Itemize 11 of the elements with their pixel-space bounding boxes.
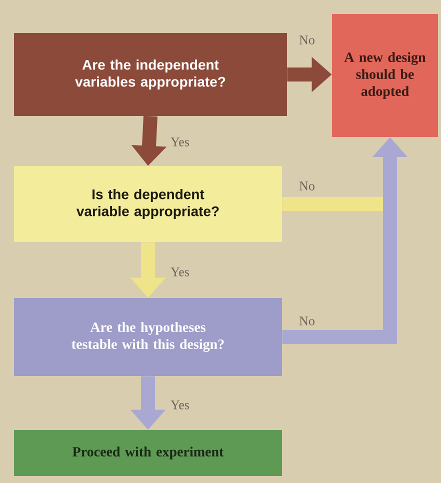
edge-label: Yes — [170, 266, 190, 278]
process-box: Is the dependent variable appropriate? — [14, 166, 282, 242]
process-box: Proceed with experiment — [14, 430, 282, 476]
process-box: Are the independent variables appropriate? — [14, 33, 287, 116]
edge-label: Yes — [170, 400, 190, 410]
edge-label: No — [298, 316, 316, 326]
edge-label: No — [298, 34, 316, 46]
process-box: Are the hypotheses testable with this design? — [14, 298, 282, 376]
edge-label: No — [298, 180, 316, 192]
process-box: A new design should be adopted — [332, 14, 438, 137]
edge-label: Yes — [170, 136, 190, 148]
